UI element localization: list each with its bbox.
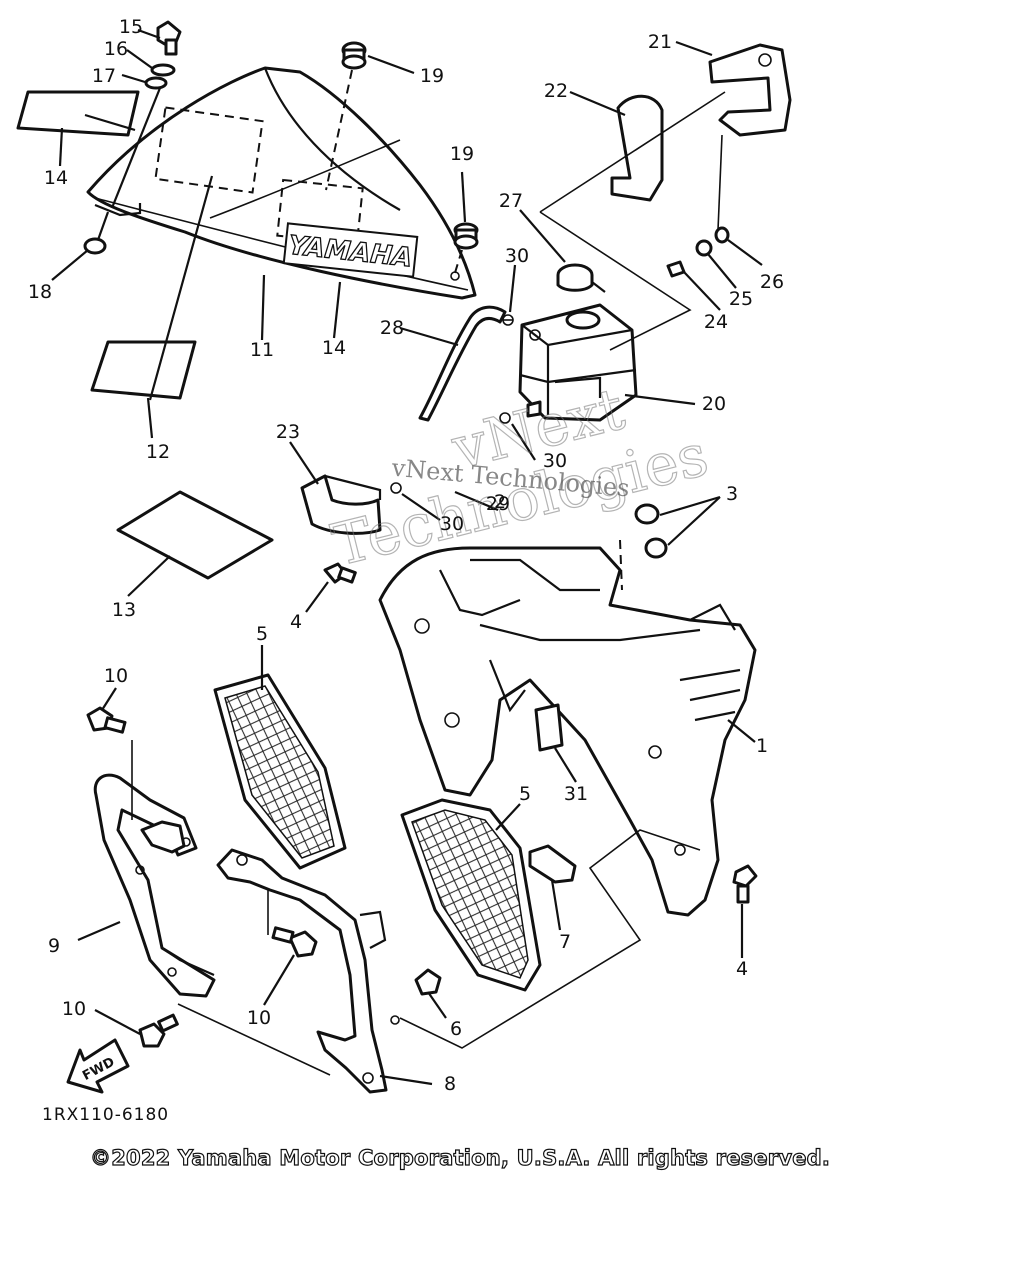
callout-c14b: 14 [322,337,346,359]
callout-c15: 15 [119,16,143,38]
bracket-clamp [140,820,186,854]
callout-c23: 23 [276,421,300,443]
copyright-notice: ©2022 Yamaha Motor Corporation, U.S.A. A… [89,1145,831,1170]
callout-c17: 17 [92,65,116,87]
callout-c10b: 10 [247,1007,271,1029]
callout-c1: 1 [756,735,768,757]
callout-c29: 29 [486,493,510,515]
band-part-23 [300,474,382,535]
clip-part-30a [502,314,514,326]
leader-lines [51,28,763,1086]
callout-c27: 27 [499,190,523,212]
clip-part-30c [390,482,402,494]
callout-c30a: 30 [505,245,529,267]
callout-c10a: 10 [104,665,128,687]
drawing-code: 1RX110-6180 [42,1105,170,1125]
washer-part-16 [150,63,176,77]
callout-c8: 8 [444,1073,456,1095]
bolt-part-4b [732,864,758,904]
washer-part-17 [144,76,168,90]
reservoir-tank-part-20 [518,303,638,422]
callout-c14a: 14 [44,167,68,189]
cap-part-27 [556,263,606,293]
callout-c30c: 30 [440,513,464,535]
decal-part-12 [90,340,197,400]
bolt-part-10a [86,706,127,734]
pad-part-13 [116,490,274,580]
screen-part-5a [213,673,347,870]
grommet-part-19a [341,41,367,70]
screw-part-6 [414,968,442,996]
grommet-part-19b [453,222,479,250]
clip-part-7 [528,844,577,884]
callout-c3: 3 [726,483,738,505]
callout-c25: 25 [729,288,753,310]
callout-c19a: 19 [420,65,444,87]
callout-c16: 16 [104,38,128,60]
callout-c20: 20 [702,393,726,415]
callout-c26: 26 [760,271,784,293]
callout-c31: 31 [564,783,588,805]
front-cover-part-11: YAMAHA [86,66,477,300]
callout-c24: 24 [704,311,728,333]
callout-c11: 11 [250,339,274,361]
callout-c2: 2 [494,491,506,513]
callout-c4b: 4 [736,958,748,980]
callout-c9: 9 [48,935,60,957]
callout-c6: 6 [450,1018,462,1040]
forward-arrow-icon: FWD [66,1038,130,1094]
callout-c18: 18 [28,281,52,303]
decal-part-14 [16,90,140,137]
callout-c12: 12 [146,441,170,463]
callout-c21: 21 [648,31,672,53]
callout-c7: 7 [559,931,571,953]
guard-part-8 [216,848,400,1094]
callout-c28: 28 [380,317,404,339]
callout-c30b: 30 [543,450,567,472]
bolt-part-10c [138,1013,179,1048]
callout-c13: 13 [112,599,136,621]
washer-part-25 [695,239,713,257]
callout-c4a: 4 [290,611,302,633]
bracket-part-21 [708,43,792,137]
guard-part-9 [93,773,216,998]
bolt-part-10b [271,926,318,958]
callout-c19b: 19 [450,143,474,165]
side-shroud-part-1 [378,546,757,917]
bolt-part-4a [323,562,357,584]
screen-part-5b [400,798,542,992]
clip-part-30b [499,400,542,424]
grommet-part-18 [83,211,110,255]
callout-c5a: 5 [256,623,268,645]
callout-c10c: 10 [62,998,86,1020]
callout-c22: 22 [544,80,568,102]
nut-part-3b [644,537,668,559]
hose-part-28 [418,305,507,422]
screw-part-15 [156,20,182,56]
label-part-31 [534,703,564,752]
callout-c5b: 5 [519,783,531,805]
bolt-part-24 [666,260,686,278]
washer-part-26 [714,226,730,244]
nut-part-3a [634,503,660,525]
